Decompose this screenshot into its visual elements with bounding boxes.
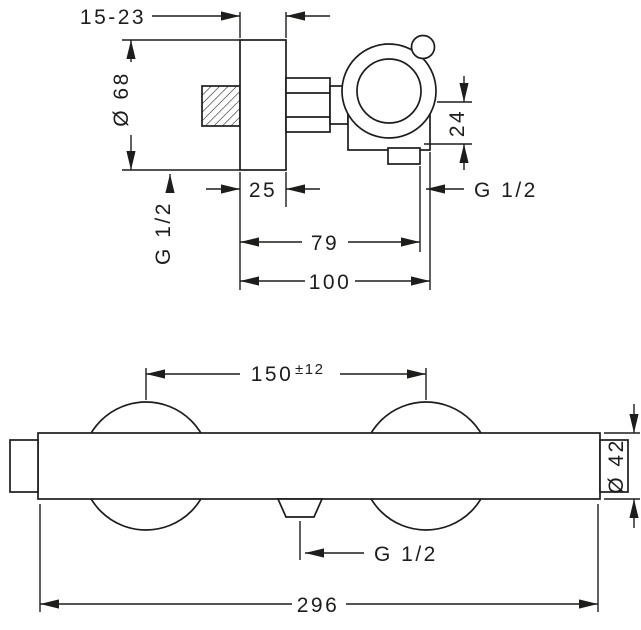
dim-body-diameter-label: Ø 42 bbox=[605, 438, 628, 494]
side-view: 15-23 Ø 68 24 G 1/2 bbox=[80, 6, 538, 294]
dim-plate-diameter: Ø 68 bbox=[110, 40, 136, 170]
dim-overall-width-label: 296 bbox=[297, 594, 340, 617]
dim-overall-width: 296 bbox=[40, 594, 598, 617]
dim-outlet-offset: 24 bbox=[446, 76, 469, 170]
wall-plate bbox=[239, 39, 287, 171]
front-view: 150 ±12 Ø 42 G 1/2 296 bbox=[9, 361, 640, 617]
left-end-cap bbox=[9, 439, 39, 493]
dim-plate-diameter-label: Ø 68 bbox=[110, 71, 133, 127]
dim-overall-depth-label: 100 bbox=[309, 271, 352, 294]
dim-inlet-thread: G 1/2 bbox=[152, 174, 175, 265]
handle bbox=[341, 34, 437, 139]
dim-outlet-thread-front-label: G 1/2 bbox=[374, 543, 438, 566]
union-nut bbox=[285, 77, 331, 133]
dim-body-diameter: Ø 42 bbox=[605, 404, 639, 528]
hose-outlet bbox=[276, 498, 324, 518]
dim-outlet-thread-side: G 1/2 bbox=[426, 179, 538, 202]
dim-depth-range: 15-23 bbox=[80, 6, 330, 29]
dim-depth-range-label: 15-23 bbox=[80, 6, 146, 29]
dim-outlet-distance: 79 bbox=[240, 232, 420, 255]
dim-outlet-offset-label: 24 bbox=[446, 109, 469, 137]
dim-plate-depth-label: 25 bbox=[249, 179, 277, 202]
dim-overall-depth: 100 bbox=[240, 271, 430, 294]
dim-plate-depth: 25 bbox=[206, 179, 320, 202]
right-end-cap bbox=[599, 439, 629, 493]
mixer-bar bbox=[9, 432, 629, 518]
bar-body bbox=[37, 432, 601, 500]
dim-inlet-thread-label: G 1/2 bbox=[152, 201, 175, 265]
handle-knob bbox=[410, 34, 436, 60]
handle-inner-ring bbox=[356, 58, 422, 124]
outlet-stub bbox=[387, 147, 421, 165]
dim-outlet-distance-label: 79 bbox=[311, 232, 339, 255]
inlet-nipple bbox=[201, 85, 241, 127]
dim-outlet-thread-front: G 1/2 bbox=[305, 543, 438, 566]
dim-outlet-thread-side-label: G 1/2 bbox=[474, 179, 538, 202]
dim-center-distance-label: 150 bbox=[251, 363, 294, 386]
handle-outer-ring bbox=[341, 43, 437, 139]
dim-center-distance-tolerance-label: ±12 bbox=[295, 361, 324, 378]
front-view-extension-lines bbox=[39, 368, 640, 612]
side-view-extension-lines bbox=[122, 12, 472, 290]
dim-center-distance: 150 ±12 bbox=[146, 361, 426, 386]
